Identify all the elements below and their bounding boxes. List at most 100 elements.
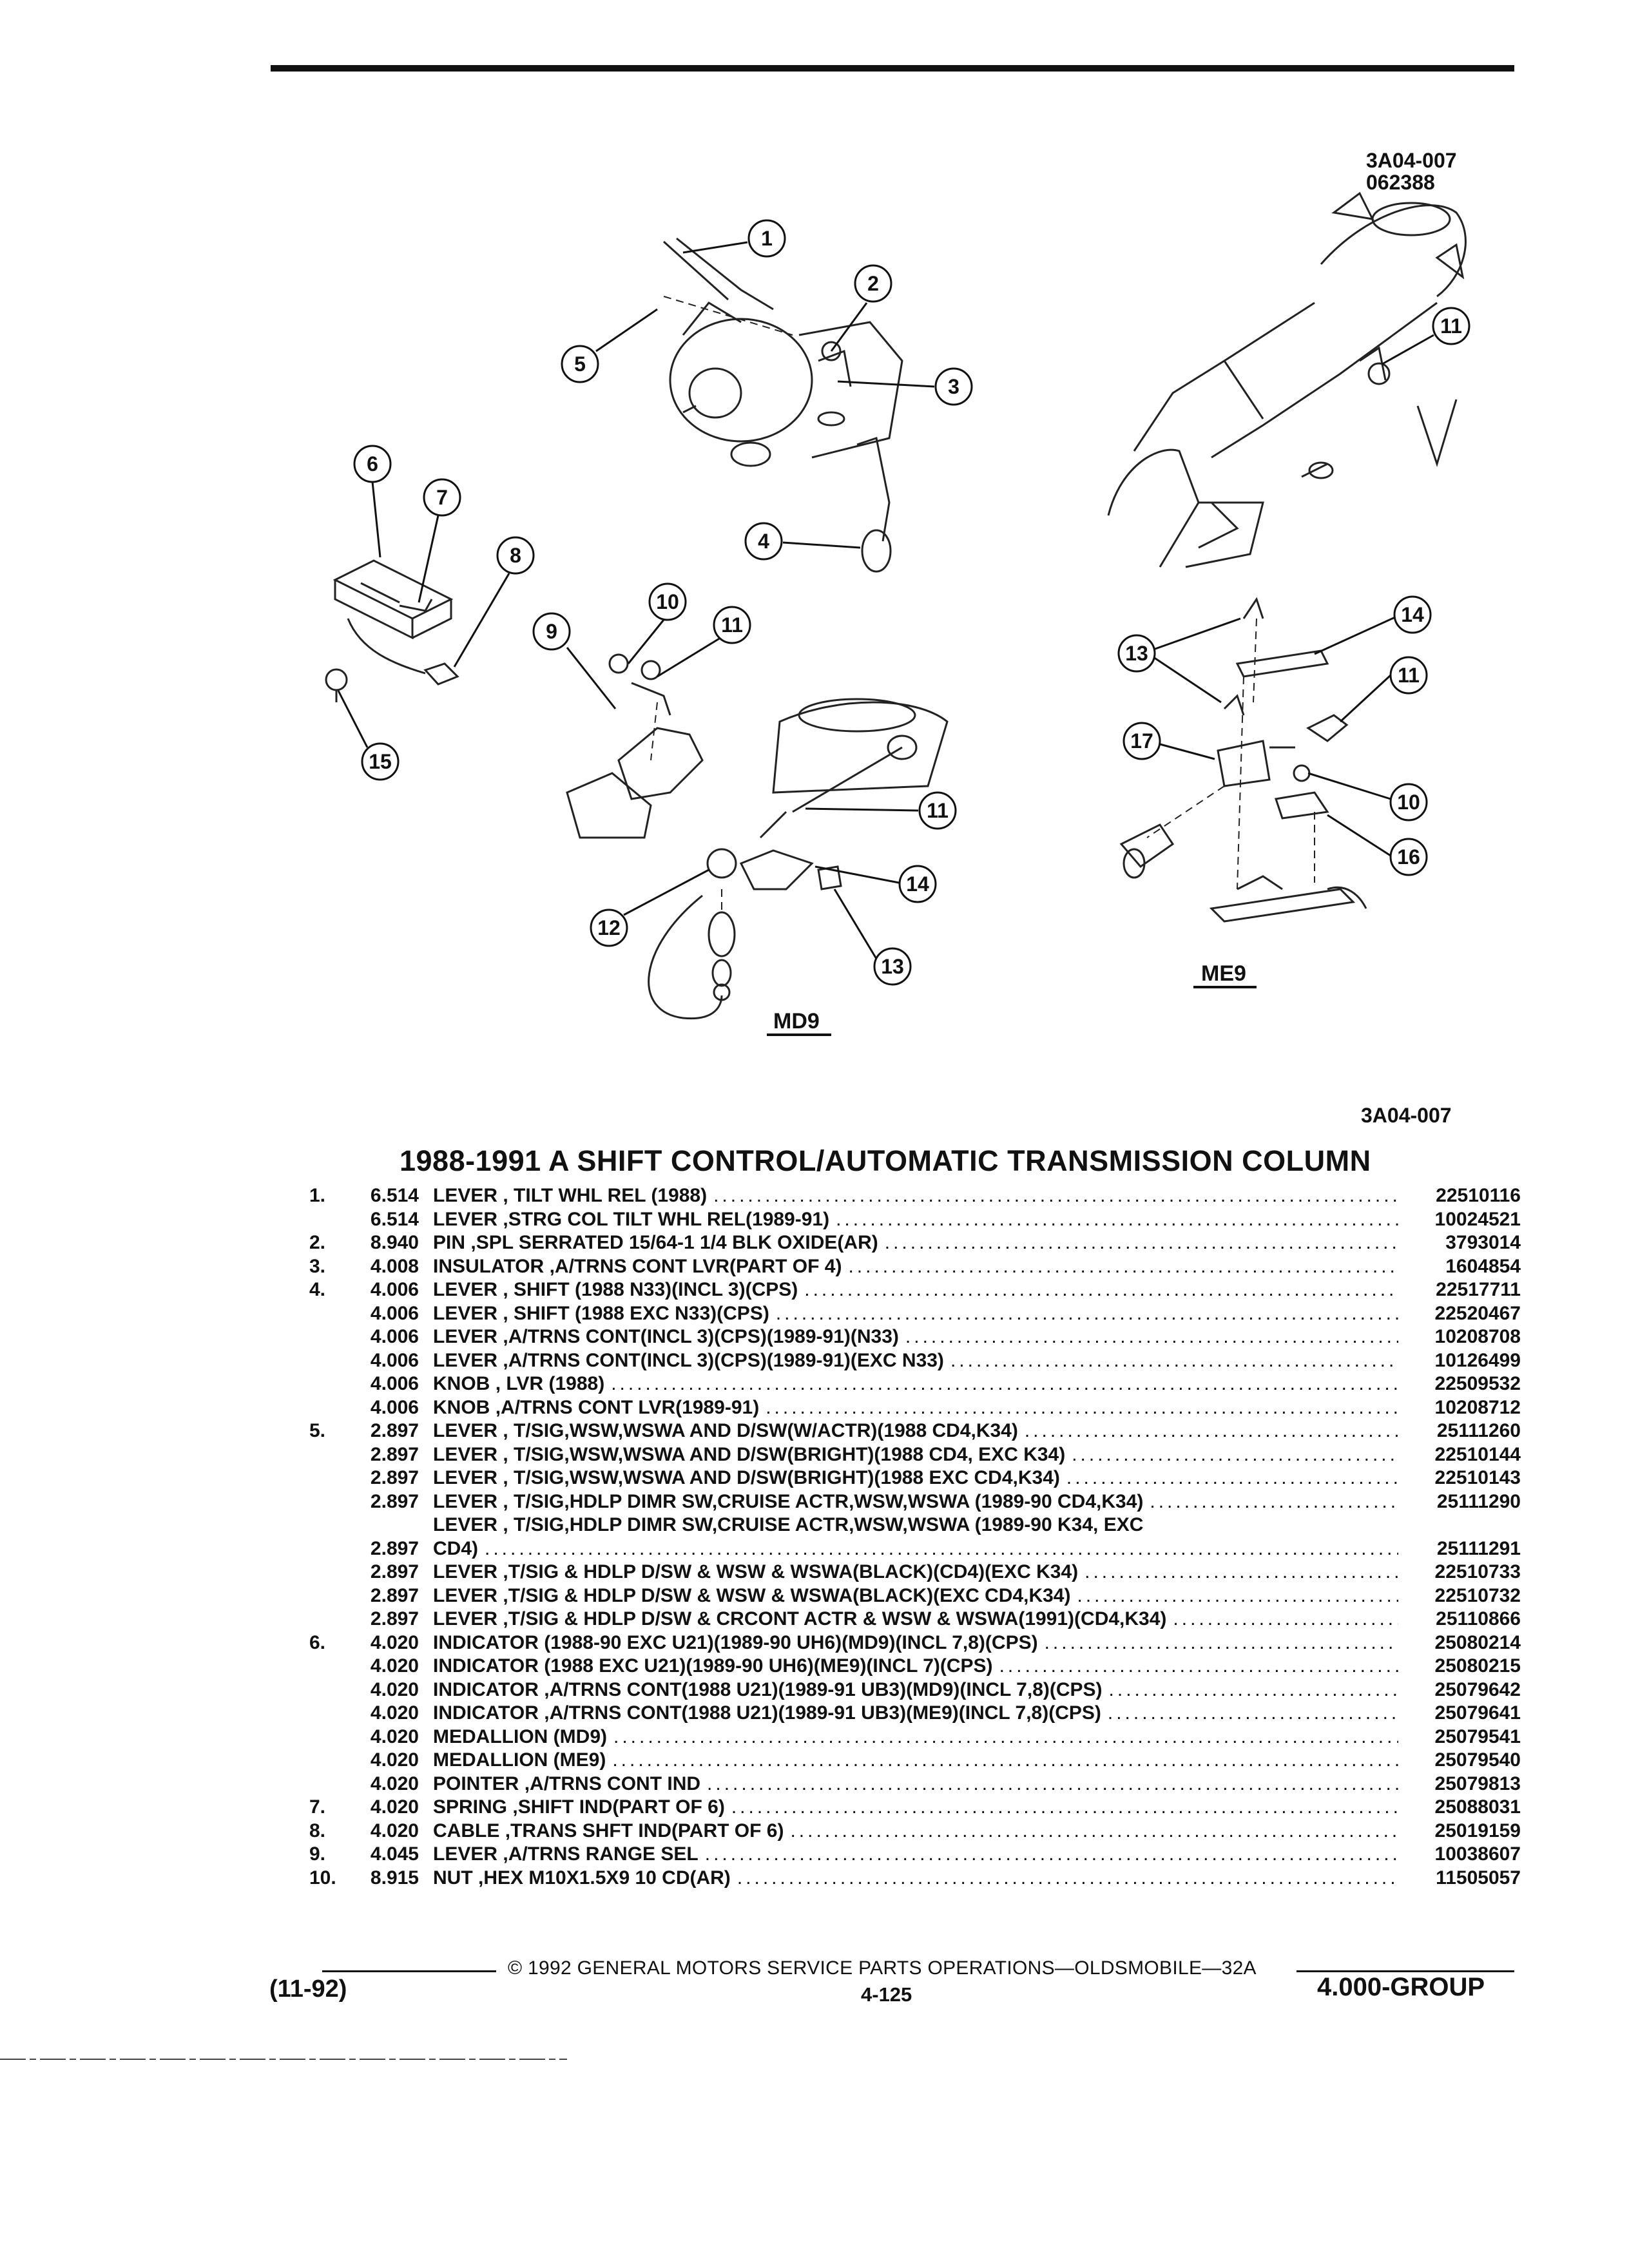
svg-text:16: 16: [1397, 845, 1420, 869]
part-number: 22510144: [1434, 1443, 1521, 1465]
item-number: 6.: [309, 1631, 326, 1653]
group-number: 4.006: [370, 1396, 419, 1418]
svg-text:13: 13: [1125, 642, 1148, 665]
part-name: LEVER: [433, 1514, 498, 1535]
part-name: LEVER: [433, 1584, 498, 1606]
item-number: 8.: [309, 1820, 326, 1841]
group-number: 4.006: [370, 1349, 419, 1371]
part-qualifier: ,SHIFT IND(PART OF 6): [512, 1796, 725, 1818]
part-number: 10024521: [1434, 1208, 1521, 1230]
dot-leader: [1018, 1419, 1398, 1443]
part-name: LEVER: [433, 1420, 498, 1441]
view-label-md9: MD9: [773, 1009, 820, 1033]
part-qualifier: ,A/TRNS CONT(1988 U21)(1989-91 UB3)(MD9)…: [544, 1678, 1103, 1700]
dot-leader: [731, 1867, 1398, 1890]
part-qualifier: , TILT WHL REL (1988): [503, 1185, 708, 1206]
part-description: INDICATOR (1988 EXC U21)(1989-90 UH6)(ME…: [433, 1655, 1398, 1678]
part-description: LEVER ,A/TRNS RANGE SEL: [433, 1843, 1398, 1867]
part-name: LEVER: [433, 1608, 498, 1629]
group-number: 2.897: [370, 1467, 419, 1488]
svg-text:14: 14: [906, 872, 929, 896]
callout-10-right: 10: [1307, 772, 1428, 822]
group-number: 2.897: [370, 1561, 419, 1582]
part-qualifier: ,A/TRNS CONT(INCL 3)(CPS)(1989-91)(EXC N…: [503, 1349, 944, 1371]
indicator-assembly: [325, 559, 459, 702]
part-qualifier: ,A/TRNS RANGE SEL: [503, 1843, 699, 1865]
dot-leader: [899, 1325, 1398, 1349]
callout-9: 9: [532, 612, 617, 709]
svg-text:6: 6: [367, 452, 378, 476]
svg-text:5: 5: [574, 352, 586, 376]
part-description: INDICATOR (1988-90 EXC U21)(1989-90 UH6)…: [433, 1631, 1398, 1655]
part-qualifier-continued: CD4): [433, 1537, 479, 1559]
part-number: 11505057: [1436, 1867, 1521, 1888]
part-description: KNOB , LVR (1988): [433, 1372, 1398, 1396]
dot-leader: [993, 1655, 1398, 1678]
part-qualifier: , T/SIG,WSW,WSWA AND D/SW(W/ACTR)(1988 C…: [503, 1420, 1018, 1441]
part-number: 10208708: [1434, 1326, 1521, 1347]
part-name: LEVER: [433, 1561, 498, 1582]
part-qualifier: (1988-90 EXC U21)(1989-90 UH6)(MD9)(INCL…: [544, 1631, 1038, 1653]
callout-10: 10: [627, 582, 687, 664]
group-label: 4.000-GROUP: [1317, 1973, 1485, 2001]
part-qualifier: (MD9): [553, 1725, 607, 1747]
group-number: 2.897: [370, 1490, 419, 1512]
part-description: LEVER , T/SIG,WSW,WSWA AND D/SW(BRIGHT)(…: [433, 1443, 1398, 1467]
part-qualifier: ,A/TRNS CONT IND: [524, 1773, 701, 1794]
group-number: 4.020: [370, 1796, 419, 1818]
part-description: INDICATOR ,A/TRNS CONT(1988 U21)(1989-91…: [433, 1702, 1398, 1725]
part-name: POINTER: [433, 1773, 519, 1794]
part-description: POINTER ,A/TRNS CONT IND: [433, 1773, 1398, 1796]
part-description: MEDALLION (MD9): [433, 1725, 1398, 1749]
dot-leader: [725, 1796, 1398, 1820]
part-name: MEDALLION: [433, 1725, 548, 1747]
part-name: LEVER: [433, 1326, 498, 1347]
part-qualifier: ,HEX M10X1.5X9 10 CD(AR): [478, 1867, 731, 1888]
part-description: LEVER , TILT WHL REL (1988): [433, 1184, 1398, 1208]
part-description: LEVER ,T/SIG & HDLP D/SW & CRCONT ACTR &…: [433, 1608, 1398, 1631]
dot-leader: [878, 1231, 1398, 1255]
group-number: 4.045: [370, 1843, 419, 1865]
part-number: 25079641: [1434, 1702, 1521, 1724]
group-number: 4.008: [370, 1255, 419, 1277]
part-number: 10208712: [1434, 1396, 1521, 1418]
part-description: INDICATOR ,A/TRNS CONT(1988 U21)(1989-91…: [433, 1678, 1398, 1702]
dot-leader: [829, 1208, 1398, 1232]
part-number: 25079540: [1434, 1749, 1521, 1771]
part-name: INDICATOR: [433, 1655, 539, 1677]
part-description: LEVER , SHIFT (1988 N33)(INCL 3)(CPS): [433, 1278, 1398, 1302]
part-name: LEVER: [433, 1490, 498, 1512]
group-number: 2.897: [370, 1537, 419, 1559]
illustration-ref-code: 3A04-007: [1366, 149, 1457, 172]
part-name: LEVER: [433, 1185, 498, 1206]
dot-leader: [700, 1773, 1398, 1796]
dot-leader: [1103, 1678, 1398, 1702]
svg-text:2: 2: [867, 272, 879, 295]
part-description: CABLE ,TRANS SHFT IND(PART OF 6): [433, 1820, 1398, 1843]
part-qualifier: , SHIFT (1988 EXC N33)(CPS): [503, 1302, 769, 1324]
callout-4: 4: [744, 522, 861, 561]
callout-13-left: 13: [833, 889, 912, 986]
part-number: 25088031: [1434, 1796, 1521, 1818]
part-qualifier: ,TRANS SHFT IND(PART OF 6): [505, 1820, 784, 1841]
part-number: 10038607: [1434, 1843, 1521, 1865]
svg-text:11: 11: [721, 613, 743, 637]
group-number: 4.006: [370, 1373, 419, 1394]
part-number: 25079813: [1434, 1773, 1521, 1794]
part-name: LEVER: [433, 1208, 498, 1230]
part-qualifier: ,T/SIG & HDLP D/SW & WSW & WSWA(BLACK)(C…: [503, 1561, 1079, 1582]
part-qualifier: ,A/TRNS CONT LVR(1989-91): [495, 1396, 760, 1418]
part-number: 22520467: [1434, 1302, 1521, 1324]
part-qualifier: , T/SIG,HDLP DIMR SW,CRUISE ACTR,WSW,WSW…: [503, 1514, 1144, 1535]
part-number: 22510116: [1436, 1185, 1521, 1206]
callout-17: 17: [1123, 722, 1215, 760]
